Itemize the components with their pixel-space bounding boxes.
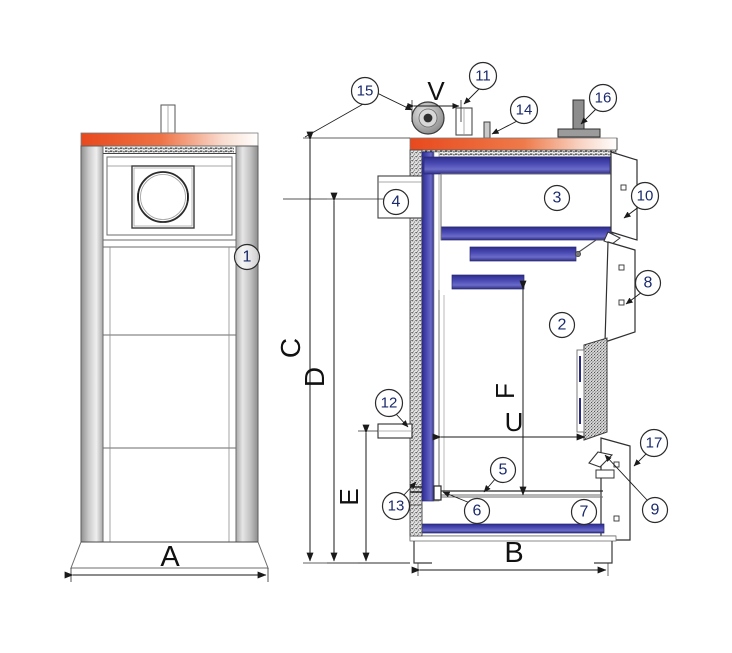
callout-17-label: 17 bbox=[646, 435, 663, 452]
chamber-3-blue-floor bbox=[440, 226, 614, 241]
callout-14-group: 14 bbox=[509, 95, 539, 125]
callout-10-label: 10 bbox=[637, 188, 654, 205]
callout-3-label: 3 bbox=[553, 190, 562, 207]
callout-7-label: 7 bbox=[580, 504, 589, 521]
callout-15-group: 15 bbox=[350, 76, 380, 106]
top-water-jacket bbox=[423, 156, 611, 175]
left-water-jacket bbox=[421, 151, 435, 502]
callout-10-group: 10 bbox=[630, 181, 660, 211]
callout-16-label: 16 bbox=[595, 90, 612, 107]
dimension-A-label: A bbox=[160, 541, 180, 573]
callout-8-group: 8 bbox=[634, 269, 662, 297]
front-left-column bbox=[80, 145, 104, 543]
callout-5-label: 5 bbox=[499, 462, 508, 479]
middle-door-8[interactable] bbox=[604, 241, 636, 343]
dimension-D-label: D bbox=[299, 367, 330, 387]
section-top-gasket bbox=[412, 149, 617, 158]
callout-15-label: 15 bbox=[357, 83, 374, 100]
dimension-U-group: U bbox=[432, 407, 586, 441]
callout-1-label: 1 bbox=[243, 249, 252, 266]
dimension-U-label: U bbox=[505, 407, 524, 437]
callout-9-label: 9 bbox=[651, 502, 660, 519]
front-round-port[interactable] bbox=[137, 171, 189, 223]
callout-8-label: 8 bbox=[644, 275, 653, 292]
callout-6-group: 6 bbox=[463, 497, 491, 525]
callout-13-group: 13 bbox=[381, 491, 411, 521]
front-right-column bbox=[235, 145, 259, 543]
callout-6-label: 6 bbox=[473, 503, 482, 520]
callout-12-label: 12 bbox=[381, 395, 398, 412]
handle-16[interactable] bbox=[557, 99, 601, 138]
callout-11-group: 11 bbox=[468, 61, 498, 91]
dimension-F-label: F bbox=[490, 383, 520, 399]
callout-5-group: 5 bbox=[489, 456, 517, 484]
probe-14 bbox=[483, 121, 491, 139]
fan-knob-15[interactable] bbox=[411, 101, 445, 135]
bottom-water-jacket-7 bbox=[421, 523, 605, 534]
callout-2-label: 2 bbox=[558, 317, 567, 334]
callout-3-group: 3 bbox=[543, 184, 571, 212]
callout-11-label: 11 bbox=[475, 68, 491, 85]
door-refractory-panel bbox=[576, 337, 608, 441]
callout-1-group: 1 bbox=[233, 243, 261, 271]
baffle-plate-lower bbox=[451, 274, 525, 290]
callout-12-group: 12 bbox=[374, 388, 404, 418]
grate-left-bracket-6 bbox=[433, 485, 442, 501]
callout-17-group: 17 bbox=[639, 428, 669, 458]
section-top-lid bbox=[409, 137, 618, 151]
dimension-F-group: F bbox=[490, 280, 527, 496]
dimension-C-label: C bbox=[275, 338, 306, 358]
twin-pipe-11 bbox=[455, 107, 473, 136]
callout-14-label: 14 bbox=[516, 102, 533, 119]
callout-4-group: 4 bbox=[382, 188, 410, 216]
section-view-group: V C D E F U bbox=[275, 61, 669, 576]
callout-7-group: 7 bbox=[570, 498, 598, 526]
callout-4-label: 4 bbox=[392, 194, 401, 211]
callout-bubbles: 2 3 4 5 6 7 8 bbox=[350, 61, 669, 526]
callout-9-group: 9 bbox=[641, 496, 669, 524]
dimension-A-group: A bbox=[64, 541, 269, 582]
baffle-plate-upper bbox=[469, 246, 577, 262]
front-top-lid bbox=[80, 132, 259, 147]
dimension-B-label: B bbox=[504, 537, 523, 569]
lower-door-9[interactable] bbox=[588, 437, 631, 541]
dimension-V-group: V bbox=[407, 76, 462, 122]
dimension-C-group: C bbox=[275, 131, 410, 564]
foot-right bbox=[594, 541, 613, 564]
leader-lines bbox=[283, 87, 649, 504]
dimension-E-group: E bbox=[334, 424, 410, 564]
dimension-B-group: B bbox=[411, 537, 609, 576]
front-gasket-strip bbox=[105, 147, 234, 153]
front-flue-stub bbox=[160, 104, 176, 134]
callout-13-label: 13 bbox=[388, 498, 405, 515]
chamber-3 bbox=[440, 173, 614, 228]
callout-2-group: 2 bbox=[548, 311, 576, 339]
callout-16-group: 16 bbox=[588, 83, 618, 113]
dimension-E-label: E bbox=[334, 488, 364, 505]
foot-left bbox=[413, 541, 432, 564]
dimension-V-label: V bbox=[427, 76, 445, 106]
front-view-group: 1 A bbox=[64, 104, 269, 582]
